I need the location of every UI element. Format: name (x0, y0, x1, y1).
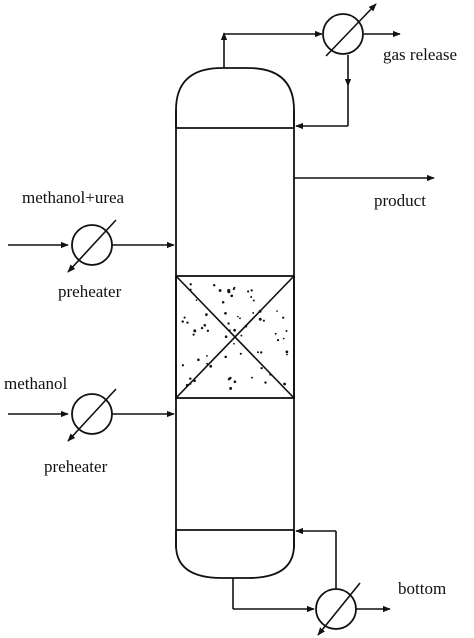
packing-dot (282, 337, 285, 340)
packing-dot (285, 350, 289, 354)
reactive-catalyst-section (175, 275, 295, 399)
column-bottom-head (175, 530, 295, 579)
packing-dot (227, 288, 231, 292)
catalyst-packing-dots (181, 283, 289, 390)
packing-dot (206, 362, 208, 365)
preheater-1 (67, 219, 117, 273)
packing-dot (240, 334, 243, 337)
packing-dot (227, 377, 231, 381)
packing-dot (229, 386, 233, 390)
packing-dot (239, 352, 242, 355)
column-top-head (175, 67, 295, 128)
packing-dot (233, 328, 236, 332)
packing-dot (209, 364, 213, 368)
packing-dot (230, 294, 234, 298)
packing-dot (274, 332, 277, 335)
packing-dot (205, 313, 208, 316)
packing-dot (252, 299, 255, 302)
packing-dot (282, 316, 285, 319)
packing-dot (262, 319, 265, 322)
packing-dot (244, 324, 248, 328)
packing-dot (189, 377, 192, 380)
packing-dot (205, 354, 208, 357)
packing-dot (189, 382, 192, 385)
packing-dot (250, 289, 253, 292)
reactive-distillation-column (175, 67, 295, 579)
packing-dot (258, 309, 262, 313)
packing-dot (189, 283, 192, 286)
packing-dot (224, 335, 228, 338)
packing-dot (224, 355, 227, 359)
packing-dot (276, 339, 280, 342)
condenser-circle (322, 13, 364, 55)
packing-dot (237, 315, 239, 318)
preheater-2-arrow (67, 388, 117, 442)
packing-dot (247, 290, 250, 293)
catalyst-cross-line (175, 275, 295, 399)
feed-1-label: methanol+urea (22, 188, 125, 207)
packing-dot (221, 300, 225, 304)
packing-dot (269, 299, 271, 302)
packing-dot (251, 376, 253, 379)
packing-dot (200, 326, 204, 330)
packing-dot (183, 316, 186, 319)
packing-dot (212, 283, 216, 287)
packing-dot (185, 383, 189, 387)
gas-release-label: gas release (383, 45, 457, 64)
packing-dot (258, 317, 262, 321)
packing-dot (181, 320, 184, 323)
packing-dot (233, 380, 237, 383)
packing-dot (252, 311, 255, 314)
preheater-1-arrow (67, 219, 117, 273)
condenser-arrow (325, 3, 377, 57)
packing-dot (283, 382, 286, 386)
reboiler-arrow (317, 582, 361, 636)
packing-dot (239, 317, 241, 320)
feed-2-label: methanol (4, 374, 68, 393)
reboiler (315, 582, 361, 636)
packing-dot (181, 364, 185, 367)
packing-dot (260, 351, 263, 354)
catalyst-bed-box (175, 275, 295, 399)
packing-dot (189, 288, 192, 291)
packing-dot (269, 373, 271, 376)
product-label: product (374, 191, 426, 210)
packing-dot (206, 329, 210, 332)
packing-dot (186, 321, 189, 324)
packing-dot (195, 299, 198, 301)
bottom-label: bottom (398, 579, 446, 598)
packing-dot (227, 322, 230, 325)
packing-dot (260, 366, 263, 370)
packing-dot (193, 329, 197, 333)
packing-dot (193, 379, 196, 383)
packing-dot (285, 330, 288, 332)
condenser (322, 3, 377, 57)
packing-dot (224, 311, 227, 315)
packing-dot (197, 358, 200, 362)
packing-dot (192, 333, 195, 336)
packing-dot (228, 329, 231, 332)
packing-dot (232, 288, 235, 291)
packing-dot (276, 310, 278, 312)
preheater-2-label: preheater (44, 457, 108, 476)
packing-dot (233, 342, 235, 345)
packing-dot (286, 353, 288, 356)
packing-dot (264, 381, 267, 384)
packing-dot (218, 289, 222, 292)
packing-dot (203, 324, 207, 327)
packing-dot (250, 296, 253, 298)
preheater-1-label: preheater (58, 282, 122, 301)
packing-dot (257, 351, 259, 354)
preheater-2 (67, 388, 117, 442)
